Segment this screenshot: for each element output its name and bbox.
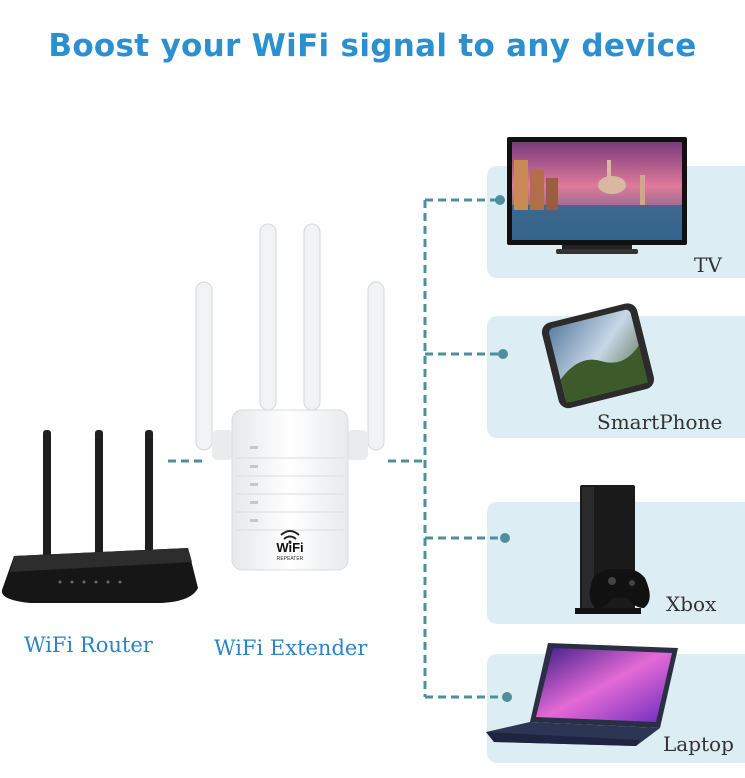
headline: Boost your WiFi signal to any device <box>48 28 697 64</box>
xbox-console-icon <box>575 485 650 614</box>
device-label-xbox: Xbox <box>666 592 717 616</box>
tv-icon <box>507 137 687 254</box>
device-label-smartphone: SmartPhone <box>597 410 723 434</box>
connector-lines <box>168 198 505 699</box>
extender-badge-sub: REPEATER <box>276 556 304 562</box>
router-caption: WiFi Router <box>24 633 153 657</box>
extender-badge: WiFi <box>276 540 304 555</box>
router-icon <box>1 430 198 604</box>
smartphone-icon <box>541 303 655 409</box>
extender-icon <box>195 223 385 571</box>
extender-caption: WiFi Extender <box>214 636 368 660</box>
device-label-laptop: Laptop <box>663 732 734 756</box>
device-label-tv: TV <box>694 253 722 277</box>
connector-dots <box>495 195 512 702</box>
laptop-icon <box>486 643 678 746</box>
